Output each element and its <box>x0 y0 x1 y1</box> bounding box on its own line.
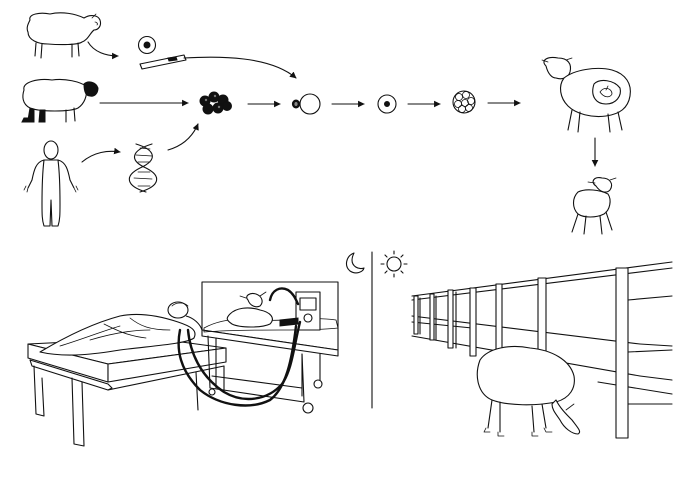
enucleated-oocyte <box>291 93 321 115</box>
grazing-sheep <box>476 345 581 437</box>
arrow-2 <box>183 56 297 79</box>
arrow-1 <box>87 41 119 60</box>
oocyte <box>137 35 157 55</box>
connecting-cables <box>177 287 302 407</box>
human-figure-icon <box>23 140 79 227</box>
arrow-5 <box>167 123 199 151</box>
sheep-icon <box>26 12 102 59</box>
black-faced-sheep-icon <box>21 78 99 123</box>
pasture-fence <box>411 261 673 439</box>
pregnant-sheep-icon <box>541 56 631 133</box>
lamb-icon <box>571 177 617 235</box>
resting-lamb <box>226 291 273 328</box>
moon-icon <box>345 252 365 274</box>
cell-cluster <box>199 91 232 115</box>
fused-cell <box>377 94 397 114</box>
arrow-4 <box>81 147 121 163</box>
sun-icon <box>380 250 408 278</box>
micropipette <box>139 54 187 70</box>
embryo-morula <box>452 90 476 114</box>
patient-in-bed <box>39 301 203 356</box>
dna-helix-icon <box>128 143 158 193</box>
